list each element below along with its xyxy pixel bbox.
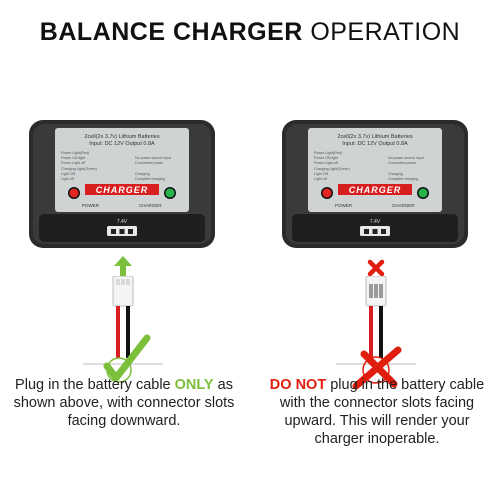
svg-text:Power ON light: Power ON light xyxy=(314,156,338,160)
svg-text:Complete charging: Complete charging xyxy=(388,177,418,181)
svg-text:Light ON: Light ON xyxy=(61,172,76,176)
checkmark-icon xyxy=(83,328,163,390)
page-title: BALANCE CHARGER OPERATION xyxy=(39,18,461,46)
battery-connector-flipped xyxy=(353,275,399,358)
svg-text:Power Light(Red): Power Light(Red) xyxy=(314,151,342,155)
power-label: POWER xyxy=(82,203,100,208)
caption-emphasis: ONLY xyxy=(174,377,214,393)
incorrect-caption: DO NOT plug in the battery cable with th… xyxy=(269,377,485,447)
caption-emphasis: DO NOT xyxy=(269,377,327,393)
incorrect-panel: 2cell(2x 3.7v) Lithium Batteries Input: … xyxy=(258,118,496,498)
x-icon xyxy=(366,258,386,278)
charger-label: CHARGER xyxy=(392,203,415,208)
svg-text:Power Light off: Power Light off xyxy=(61,161,85,165)
port-label: 7.4V xyxy=(117,219,128,225)
svg-text:Complete charging: Complete charging xyxy=(135,177,165,181)
svg-text:Light ON: Light ON xyxy=(314,172,329,176)
svg-text:No power source input: No power source input xyxy=(388,156,424,160)
svg-text:No power source input: No power source input xyxy=(135,156,171,160)
svg-text:Power ON light: Power ON light xyxy=(61,156,85,160)
charger-label: CHARGER xyxy=(139,203,162,208)
charger-image: 2cell(2x 3.7v) Lithium Batteries Input: … xyxy=(27,118,217,250)
charger-spec-line2: Input: DC 12V Output 0.8A xyxy=(89,141,155,147)
charger-spec-line2: Input: DC 12V Output 0.8A xyxy=(342,141,408,147)
charger-spec-line1: 2cell(2x 3.7v) Lithium Batteries xyxy=(337,134,412,140)
svg-text:Charging Light(Green): Charging Light(Green) xyxy=(314,167,350,171)
charger-image: 2cell(2x 3.7v) Lithium Batteries Input: … xyxy=(280,118,470,250)
charger-brand: CHARGER xyxy=(349,185,402,195)
svg-text:Charging Light(Green): Charging Light(Green) xyxy=(61,167,97,171)
svg-text:Light off: Light off xyxy=(314,177,327,181)
svg-text:Power Light off: Power Light off xyxy=(314,161,338,165)
battery-connector xyxy=(100,275,146,358)
svg-text:Charging: Charging xyxy=(388,172,403,176)
correct-panel: 2cell(2x 3.7v) Lithium Batteries Input: … xyxy=(5,118,243,498)
charger-brand: CHARGER xyxy=(96,185,149,195)
up-arrow-icon xyxy=(113,255,133,277)
svg-text:Connected power: Connected power xyxy=(388,161,417,165)
power-label: POWER xyxy=(335,203,353,208)
correct-caption: Plug in the battery cable ONLY as shown … xyxy=(13,377,235,429)
cross-icon xyxy=(336,328,416,390)
charger-spec-line1: 2cell(2x 3.7v) Lithium Batteries xyxy=(84,134,159,140)
port-label: 7.4V xyxy=(370,219,381,225)
svg-text:Connected power: Connected power xyxy=(135,161,164,165)
svg-text:Charging: Charging xyxy=(135,172,150,176)
svg-text:Power Light(Red): Power Light(Red) xyxy=(61,151,89,155)
svg-text:Light off: Light off xyxy=(61,177,74,181)
